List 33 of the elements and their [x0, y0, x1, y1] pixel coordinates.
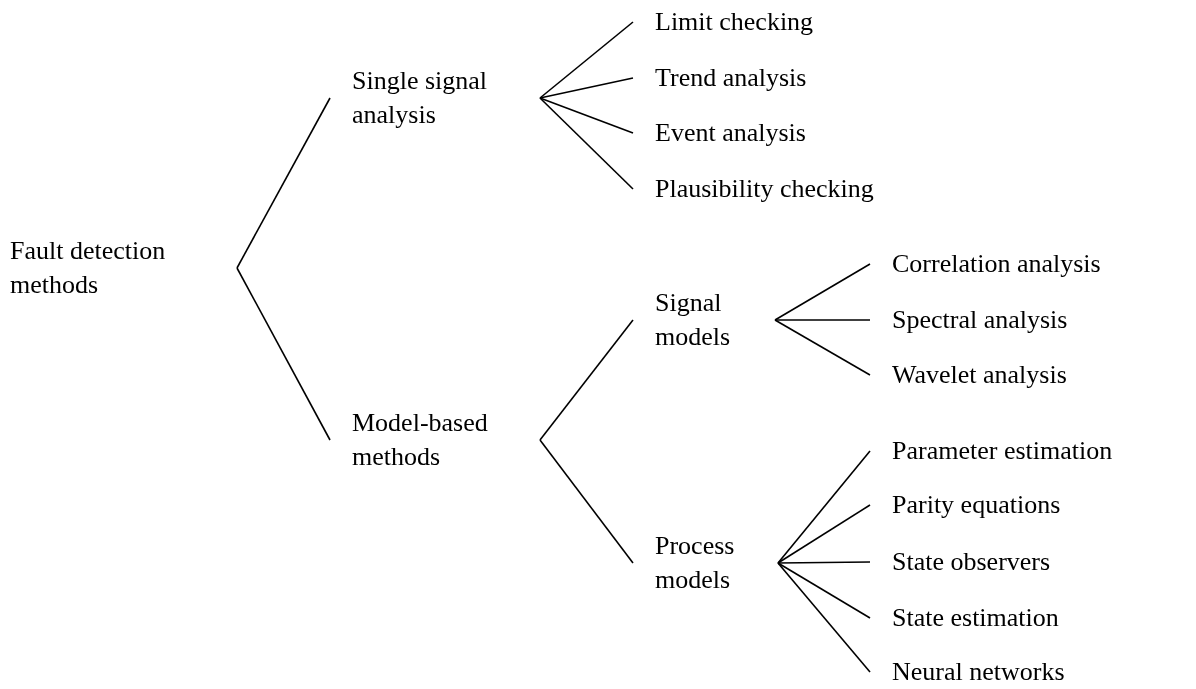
node-label: Signal models [655, 287, 732, 353]
node-label: Parity equations [892, 489, 1062, 521]
node-label: Trend analysis [655, 62, 808, 94]
connector-line [777, 504, 871, 564]
connector-line [777, 561, 871, 564]
node-label: Process models [655, 530, 736, 596]
node-label: Correlation analysis [892, 248, 1102, 280]
node-label: State estimation [892, 602, 1060, 634]
connector-line [774, 263, 871, 321]
connector-line [774, 319, 871, 321]
node-label: Spectral analysis [892, 304, 1069, 336]
connector-line [539, 97, 634, 190]
connector-line [777, 562, 871, 673]
connector-line [236, 97, 331, 269]
connector-line [539, 97, 634, 134]
node-label: Event analysis [655, 117, 807, 149]
node-label: Parameter estimation [892, 435, 1114, 467]
node-label: Wavelet analysis [892, 359, 1068, 391]
connector-line [539, 21, 634, 99]
connector-line [774, 319, 871, 376]
node-label: Plausibility checking [655, 173, 875, 205]
node-label: Limit checking [655, 6, 815, 38]
connector-line [236, 267, 331, 441]
connector-line [777, 450, 871, 564]
node-label: Model-based methods [352, 407, 489, 473]
node-label: State observers [892, 546, 1052, 578]
node-label: Neural networks [892, 656, 1066, 688]
connector-line [539, 319, 634, 441]
node-label: Single signal analysis [352, 65, 489, 131]
node-label: Fault detection methods [10, 235, 167, 301]
connector-line [539, 77, 634, 99]
connector-line [777, 562, 871, 619]
connector-line [539, 439, 634, 564]
